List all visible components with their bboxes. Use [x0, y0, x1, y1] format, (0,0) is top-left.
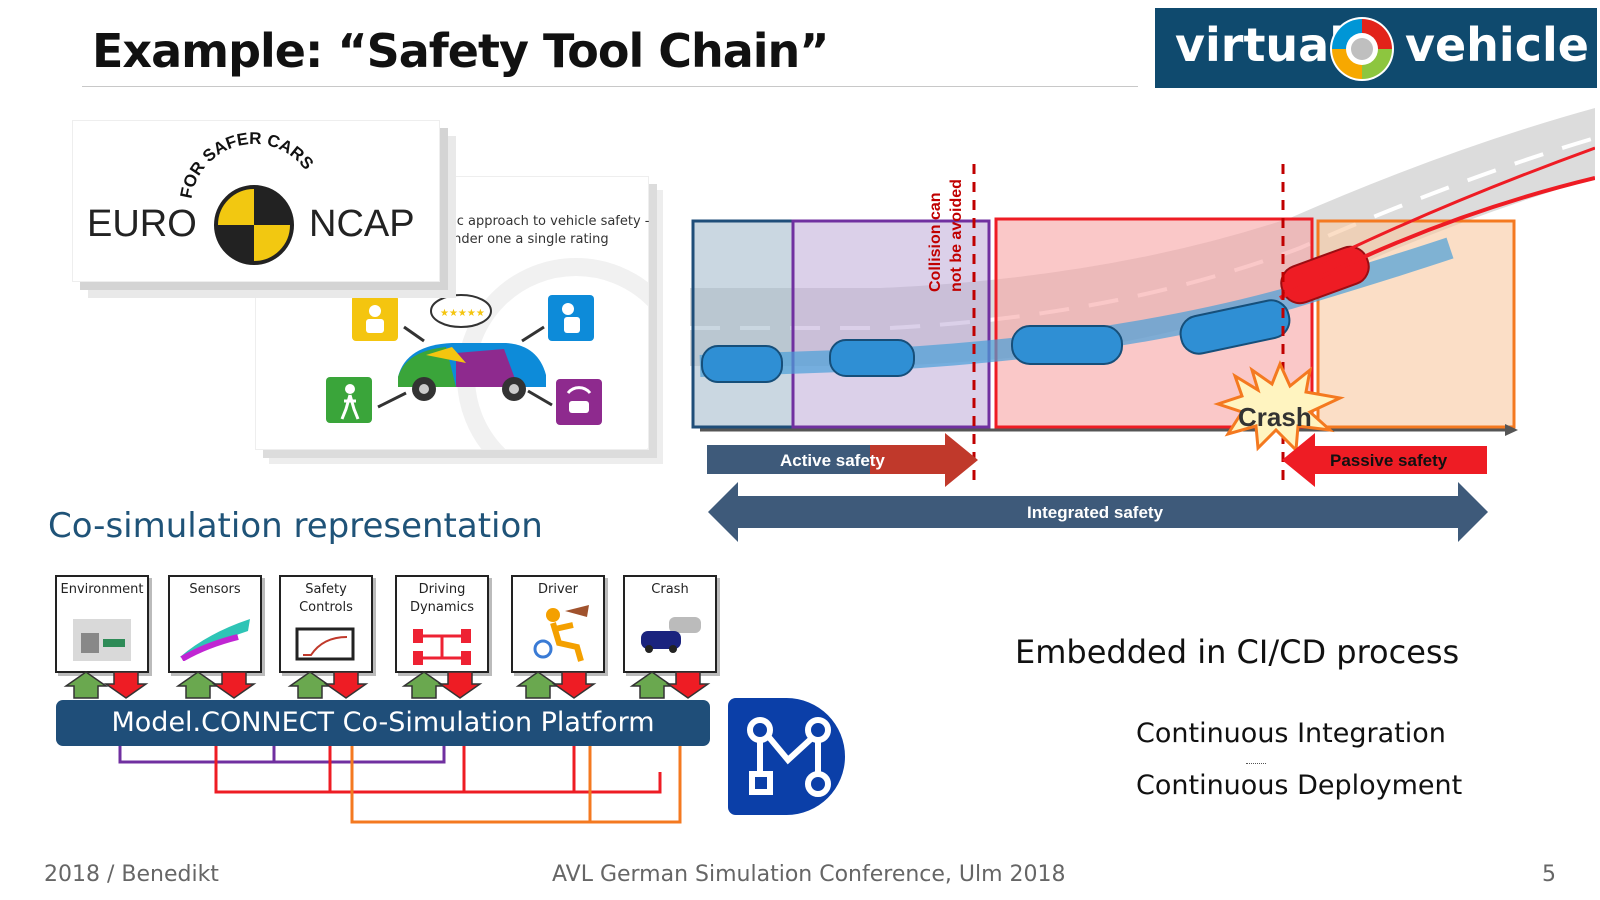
platform-label: Model.CONNECT Co-Simulation Platform — [111, 707, 655, 738]
model-connect-platform-bar: Model.CONNECT Co-Simulation Platform — [56, 700, 710, 746]
passive-safety-arrow — [1282, 433, 1487, 487]
passive-safety-label: Passive safety — [1330, 451, 1448, 470]
ci-line: Continuous Integration — [1136, 718, 1446, 749]
crash-cars-icon — [641, 617, 701, 653]
sensors-icon — [180, 619, 250, 661]
module-environment: Environment — [55, 575, 149, 673]
model-connect-m-icon — [747, 717, 831, 797]
module-driver: Driver — [511, 575, 605, 673]
cosim-title: Co-simulation representation — [48, 506, 543, 546]
up-down-arrows — [63, 671, 711, 699]
crash-burst-icon — [1213, 360, 1345, 454]
integrated-safety-diagram: Collision can not be avoided Crash Activ… — [690, 108, 1595, 542]
vehicle-2 — [829, 339, 915, 377]
virtual-vehicle-logo: virtual vehicle — [1155, 8, 1597, 88]
cicd-title: Embedded in CI/CD process — [1015, 633, 1460, 671]
ci-divider — [1246, 763, 1266, 765]
integrated-safety-label: Integrated safety — [1027, 503, 1164, 522]
footer-author: 2018 / Benedikt — [44, 862, 219, 887]
module-crash: Crash — [623, 575, 717, 673]
collision-text-line1: Collision can — [927, 192, 944, 292]
logo-word-virtual: virtual — [1175, 18, 1345, 72]
ncap-word: NCAP — [309, 203, 415, 245]
cd-line: Continuous Deployment — [1136, 770, 1463, 801]
environment-icon — [73, 619, 131, 661]
driver-dummy-icon — [533, 605, 589, 662]
euroncap-rating-card: ★★★★★ — [255, 176, 695, 496]
crash-label: Crash — [1238, 402, 1312, 432]
controls-graph-icon — [295, 627, 355, 661]
vehicle-dynamics-icon — [413, 629, 471, 665]
vehicle-cars — [701, 299, 1291, 383]
zone-normal — [691, 219, 795, 429]
module-label: Environment — [60, 582, 144, 597]
logo-word-vehicle: vehicle — [1405, 18, 1589, 72]
module-driving-dynamics: Driving Dynamics — [395, 575, 489, 673]
rating-caption-line1: listic approach to vehicle safety - — [434, 214, 650, 229]
module-sensors: Sensors — [168, 575, 262, 673]
slide-title: Example: “Safety Tool Chain” — [92, 24, 830, 78]
collision-text-line2: not be avoided — [948, 179, 965, 292]
euroncap-logo-card: FOR SAFER CARS EURO NCAP — [72, 120, 440, 282]
rating-caption-line2: s under one a single rating — [434, 232, 609, 247]
vehicle-3 — [1011, 325, 1123, 365]
svg-text:★★★★★: ★★★★★ — [440, 308, 485, 319]
vehicle-1 — [701, 345, 783, 383]
logo-wheel-icon — [1330, 17, 1394, 81]
model-connect-logo — [728, 698, 845, 815]
euro-word: EURO — [87, 203, 197, 245]
zone-active — [791, 219, 991, 429]
euroncap-emblem-icon: FOR SAFER CARS — [177, 129, 317, 265]
active-safety-label: Active safety — [780, 451, 885, 470]
footer-conference: AVL German Simulation Conference, Ulm 20… — [552, 862, 1066, 887]
vehicle-4 — [1179, 299, 1291, 355]
integrated-safety-arrow — [708, 482, 1488, 542]
cosim-connectors — [63, 671, 711, 824]
title-underline — [82, 86, 1138, 87]
footer-page-number: 5 — [1542, 862, 1556, 887]
adult-occupant-icon — [352, 295, 398, 341]
module-safety-controls: Safety Controls — [279, 575, 373, 673]
